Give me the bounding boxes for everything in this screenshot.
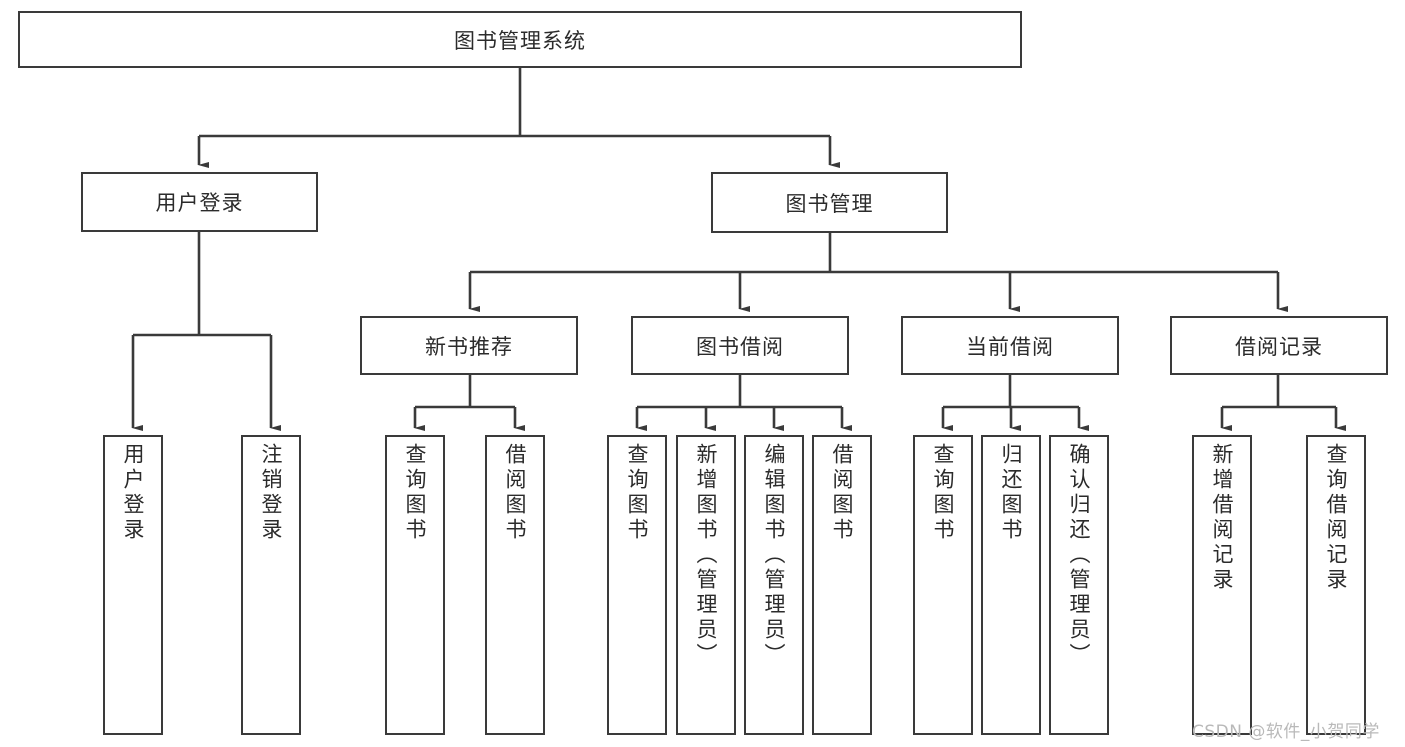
- node-leaf-edit-book-label: 编辑图书（管理员）: [762, 443, 787, 668]
- node-leaf-add-book-label: 新增图书（管理员）: [694, 443, 719, 668]
- node-current-borrow-label: 当前借阅: [966, 334, 1054, 359]
- node-leaf-return-book-label: 归还图书: [999, 443, 1024, 543]
- node-leaf-add-book[interactable]: 新增图书（管理员）: [676, 435, 736, 735]
- node-leaf-query-record-label: 查询借阅记录: [1324, 443, 1349, 593]
- node-leaf-user-login[interactable]: 用户登录: [103, 435, 163, 735]
- node-leaf-edit-book[interactable]: 编辑图书（管理员）: [744, 435, 804, 735]
- node-leaf-borrow-book-rec[interactable]: 借阅图书: [485, 435, 545, 735]
- node-leaf-user-login-label: 用户登录: [121, 443, 146, 543]
- node-leaf-confirm-return-label: 确认归还（管理员）: [1067, 443, 1092, 668]
- node-borrow-record[interactable]: 借阅记录: [1170, 316, 1388, 375]
- csdn-watermark: CSDN @软件_小贺同学: [1192, 722, 1380, 742]
- node-leaf-query-book-cur-label: 查询图书: [931, 443, 956, 543]
- node-user-login[interactable]: 用户登录: [81, 172, 318, 232]
- node-leaf-query-book-rec[interactable]: 查询图书: [385, 435, 445, 735]
- node-root-label: 图书管理系统: [454, 28, 586, 53]
- node-book-borrow[interactable]: 图书借阅: [631, 316, 849, 375]
- node-leaf-add-record[interactable]: 新增借阅记录: [1192, 435, 1252, 735]
- node-leaf-borrow-book-rec-label: 借阅图书: [503, 443, 528, 543]
- node-current-borrow[interactable]: 当前借阅: [901, 316, 1119, 375]
- node-leaf-confirm-return[interactable]: 确认归还（管理员）: [1049, 435, 1109, 735]
- node-borrow-record-label: 借阅记录: [1235, 334, 1323, 359]
- node-leaf-return-book[interactable]: 归还图书: [981, 435, 1041, 735]
- node-new-book-recommend[interactable]: 新书推荐: [360, 316, 578, 375]
- node-leaf-query-book-rec-label: 查询图书: [403, 443, 428, 543]
- node-leaf-query-book-borrow-label: 查询图书: [625, 443, 650, 543]
- node-new-book-recommend-label: 新书推荐: [425, 334, 513, 359]
- node-leaf-query-book-borrow[interactable]: 查询图书: [607, 435, 667, 735]
- node-leaf-add-record-label: 新增借阅记录: [1210, 443, 1235, 593]
- node-leaf-logout[interactable]: 注销登录: [241, 435, 301, 735]
- node-leaf-query-record[interactable]: 查询借阅记录: [1306, 435, 1366, 735]
- node-user-login-label: 用户登录: [155, 191, 244, 215]
- node-leaf-logout-label: 注销登录: [259, 443, 284, 543]
- node-leaf-borrow-book[interactable]: 借阅图书: [812, 435, 872, 735]
- node-leaf-query-book-cur[interactable]: 查询图书: [913, 435, 973, 735]
- node-leaf-borrow-book-label: 借阅图书: [830, 443, 855, 543]
- node-book-management-label: 图书管理: [785, 191, 874, 216]
- node-book-borrow-label: 图书借阅: [696, 334, 784, 359]
- node-root[interactable]: 图书管理系统: [18, 11, 1022, 68]
- node-book-management[interactable]: 图书管理: [711, 172, 948, 233]
